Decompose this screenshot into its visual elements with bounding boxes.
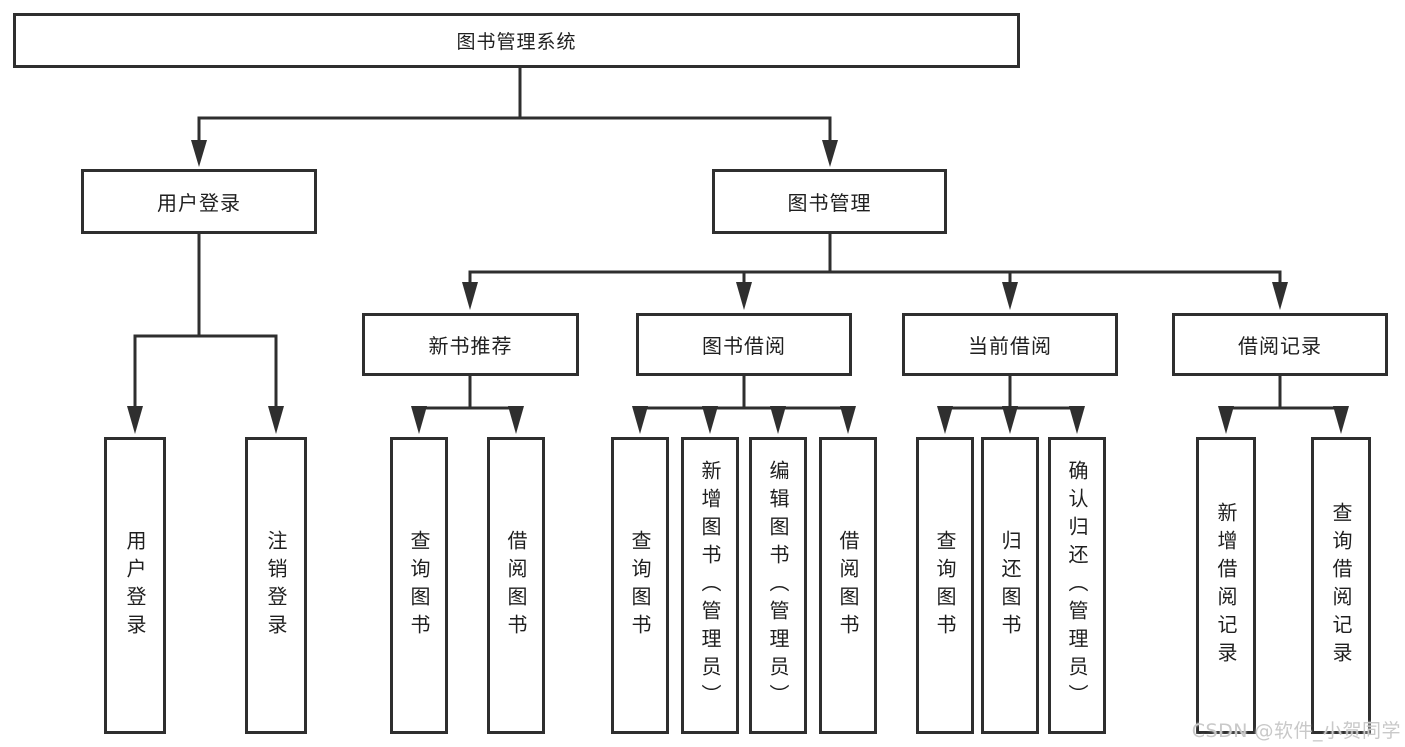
- leaf-label: 注销登录: [264, 529, 288, 642]
- leaf-label: 用户登录: [123, 529, 147, 642]
- leaf-label: 借阅图书: [836, 529, 860, 642]
- connector-book-borrow: [638, 376, 850, 412]
- arrowhead: [508, 406, 524, 434]
- node-borrow-record: 借阅记录: [1172, 313, 1388, 376]
- node-current-borrow: 当前借阅: [902, 313, 1118, 376]
- leaf-confirm-return-admin: 确认归还（管理员）: [1048, 437, 1106, 734]
- leaf-add-borrow-record: 新增借阅记录: [1196, 437, 1256, 734]
- arrowhead: [937, 406, 953, 434]
- arrowhead: [632, 406, 648, 434]
- arrowhead: [1333, 406, 1349, 434]
- arrowhead: [462, 282, 478, 310]
- arrowhead: [1002, 406, 1018, 434]
- arrowhead: [411, 406, 427, 434]
- leaf-borrow-book-2: 借阅图书: [819, 437, 877, 734]
- node-book-management: 图书管理: [712, 169, 947, 234]
- connector-root: [197, 67, 832, 146]
- connector-borrow-record: [1224, 376, 1343, 412]
- leaf-borrow-book-1: 借阅图书: [487, 437, 545, 734]
- leaf-add-book-admin: 新增图书（管理员）: [681, 437, 739, 734]
- arrowhead: [127, 406, 143, 434]
- arrowhead: [191, 140, 207, 167]
- connector-user-login: [133, 234, 278, 412]
- arrowhead: [770, 406, 786, 434]
- leaf-label: 查询图书: [628, 529, 652, 642]
- leaf-label: 借阅图书: [504, 529, 528, 642]
- leaf-return-book: 归还图书: [981, 437, 1039, 734]
- leaf-label: 查询借阅记录: [1329, 501, 1353, 670]
- connector-current-borrow: [943, 376, 1079, 412]
- arrowhead: [1002, 282, 1018, 310]
- leaf-label: 新增图书（管理员）: [698, 459, 722, 712]
- leaf-label: 归还图书: [998, 529, 1022, 642]
- leaf-query-borrow-record: 查询借阅记录: [1311, 437, 1371, 734]
- connector-book-management: [468, 234, 1282, 288]
- node-new-book-recommend: 新书推荐: [362, 313, 579, 376]
- arrowhead: [1272, 282, 1288, 310]
- arrowhead: [1069, 406, 1085, 434]
- leaf-label: 编辑图书（管理员）: [766, 459, 790, 712]
- leaf-query-book-3: 查询图书: [916, 437, 974, 734]
- leaf-query-book-2: 查询图书: [611, 437, 669, 734]
- leaf-label: 查询图书: [407, 529, 431, 642]
- leaf-logout: 注销登录: [245, 437, 307, 734]
- arrowhead: [840, 406, 856, 434]
- arrowhead: [268, 406, 284, 434]
- arrowhead: [1218, 406, 1234, 434]
- leaf-label: 确认归还（管理员）: [1065, 459, 1089, 712]
- arrowhead: [736, 282, 752, 310]
- leaf-query-book-1: 查询图书: [390, 437, 448, 734]
- leaf-label: 新增借阅记录: [1214, 501, 1238, 670]
- connector-new-book: [417, 376, 518, 412]
- csdn-watermark: CSDN @软件_小贺同学: [1191, 720, 1401, 742]
- leaf-user-login: 用户登录: [104, 437, 166, 734]
- node-book-borrow: 图书借阅: [636, 313, 852, 376]
- node-user-login: 用户登录: [81, 169, 317, 234]
- leaf-edit-book-admin: 编辑图书（管理员）: [749, 437, 807, 734]
- node-root-system: 图书管理系统: [13, 13, 1020, 68]
- arrowhead: [702, 406, 718, 434]
- leaf-label: 查询图书: [933, 529, 957, 642]
- arrowhead: [822, 140, 838, 167]
